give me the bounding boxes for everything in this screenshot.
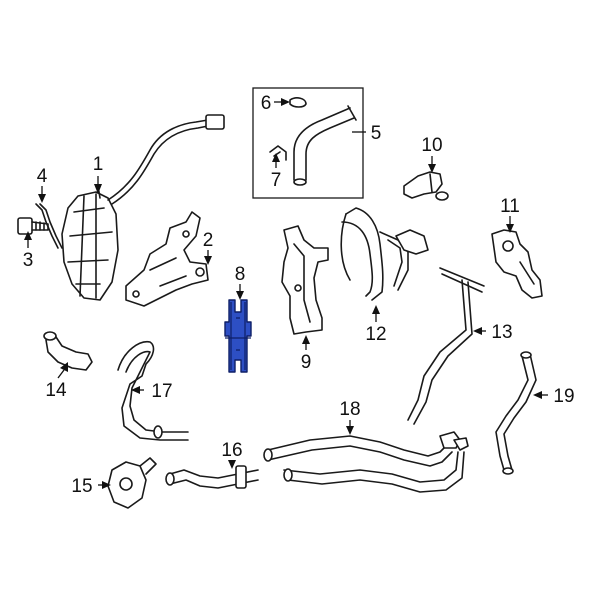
part-5-group-box <box>252 87 364 199</box>
callout-19: 19 <box>553 386 574 407</box>
callout-5: 5 <box>371 123 382 144</box>
callout-15: 15 <box>71 476 92 497</box>
callout-1: 1 <box>93 154 104 175</box>
part-18-pipe-assembly[interactable] <box>263 431 469 493</box>
part-6-clamp[interactable] <box>289 97 307 108</box>
callout-7: 7 <box>271 170 282 191</box>
part-8-highlighted[interactable] <box>224 299 252 373</box>
callout-2: 2 <box>203 230 214 251</box>
callout-18: 18 <box>339 399 360 420</box>
callout-labels: 1 2 3 4 5 6 7 8 9 10 11 12 13 14 15 16 1… <box>23 93 575 497</box>
part-3-bolt[interactable] <box>17 217 49 235</box>
leader-lines <box>24 98 548 489</box>
part-10-hose[interactable] <box>403 171 449 201</box>
callout-17: 17 <box>151 381 172 402</box>
callout-9: 9 <box>301 352 312 373</box>
part-4-clip[interactable] <box>35 203 63 249</box>
callout-8: 8 <box>235 264 246 285</box>
callout-6: 6 <box>261 93 272 114</box>
part-12-hose[interactable] <box>340 207 429 301</box>
part-11-housing[interactable] <box>491 229 543 299</box>
callout-12: 12 <box>365 324 386 345</box>
callout-13: 13 <box>491 322 512 343</box>
callout-10: 10 <box>421 135 442 156</box>
part-1-reservoir[interactable] <box>61 114 225 301</box>
part-17-hose[interactable] <box>117 341 189 441</box>
part-5-hose[interactable] <box>293 105 357 186</box>
callout-16: 16 <box>221 440 242 461</box>
part-15-fitting[interactable] <box>107 457 157 509</box>
part-16-hose[interactable] <box>165 465 259 489</box>
part-14-hose[interactable] <box>43 331 93 371</box>
part-2-bracket[interactable] <box>125 211 209 307</box>
callout-3: 3 <box>23 250 34 271</box>
callout-4: 4 <box>37 166 48 187</box>
callout-14: 14 <box>45 380 67 401</box>
part-9-bracket[interactable] <box>281 225 329 335</box>
callout-11: 11 <box>500 196 520 217</box>
part-19-hose[interactable] <box>495 351 537 475</box>
part-13-pipe[interactable] <box>407 267 485 425</box>
